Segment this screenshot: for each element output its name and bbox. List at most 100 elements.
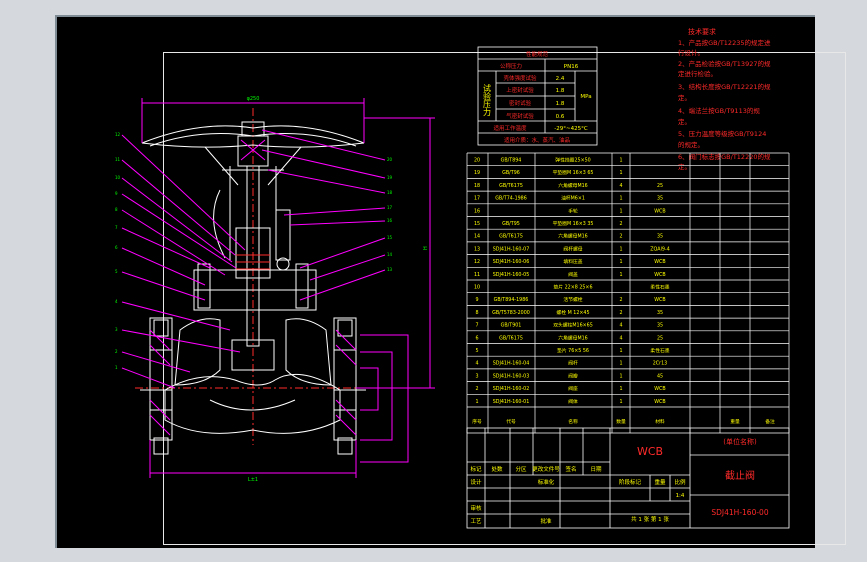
balloon-7: 7: [115, 225, 118, 230]
tb-label: 设计: [470, 478, 482, 486]
bom-header-no: 序号: [472, 418, 482, 425]
bom-cell-name: 活节螺栓: [563, 296, 582, 303]
bom-cell-material: ZQAl9-4: [650, 246, 670, 252]
balloon-labels-right: 20 19 18 17 16 15 14 13: [387, 157, 393, 272]
bom-cell-no: 1: [475, 399, 478, 405]
perf-row-value: 1.8: [556, 101, 565, 107]
valve-body: [164, 373, 341, 434]
body-left-wall: [174, 318, 221, 386]
flange-right: [333, 317, 357, 441]
bom-cell-qty: 1: [619, 170, 622, 176]
bom-cell-name: 六角螺母M16: [558, 334, 587, 341]
bom-cell-qty: 1: [619, 272, 622, 278]
valve-disc: [231, 339, 275, 371]
bom-cell-code: SDJ41H-160-02: [493, 386, 530, 392]
bom-cell-no: 18: [474, 183, 480, 189]
bom-cell-qty: 1: [619, 373, 622, 379]
stem-nut-section: [240, 139, 266, 161]
bom-header-code: 代号: [506, 418, 516, 425]
bom-cell-no: 20: [474, 158, 480, 164]
balloon-14: 14: [387, 252, 393, 257]
tb-label: 更改文件号: [532, 465, 560, 473]
bom-cell-code: GB/T894: [501, 158, 522, 164]
bom-header-material: 材料: [655, 418, 665, 425]
bom-cell-material: WCB: [654, 208, 665, 214]
bom-header-qty: 数量: [616, 418, 626, 425]
tech-req-line: 定。: [678, 117, 691, 126]
bom-cell-qty: 1: [619, 158, 622, 164]
bom-cell-code: GB/T96: [502, 170, 520, 176]
bom-cell-code: GB/T894-1986: [494, 297, 529, 303]
bom-cell-code: SDJ41H-160-04: [493, 361, 530, 367]
perf-rated-value: PN16: [564, 64, 579, 70]
bom-cell-no: 5: [475, 348, 478, 354]
balloon-18: 18: [387, 190, 393, 195]
bom-cell-code: GB/T95: [502, 221, 520, 227]
tech-req-line: 的规定。: [678, 140, 704, 149]
tb-label: 标准化: [538, 478, 555, 486]
bom-cell-qty: 1: [619, 196, 622, 202]
bom-cell-name: 阀盖: [568, 271, 578, 278]
bom-cell-no: 12: [474, 259, 480, 265]
balloon-13: 13: [387, 267, 393, 272]
bom-cell-code: GB/T6175: [499, 183, 523, 189]
perf-temp-label: 适用工作温度: [493, 124, 527, 132]
bom-cell-no: 9: [475, 297, 478, 303]
balloon-labels-left: 12 11 10 9 8 7 6 5 4 3 2 1: [115, 132, 121, 370]
stud-right: [295, 263, 309, 309]
bom-cell-name: 填料压盖: [563, 258, 582, 265]
bom-cell-material: WCB: [654, 386, 665, 392]
bom-cell-code: SDJ41H-160-05: [493, 272, 530, 278]
bom-header-name: 名称: [568, 418, 578, 425]
perf-unit: MPa: [580, 94, 591, 100]
bom-cell-material: WCB: [654, 272, 665, 278]
yoke: [222, 166, 284, 260]
bom-cell-no: 10: [474, 285, 480, 291]
leader-lines: [121, 129, 386, 389]
tb-label: 分区: [515, 465, 527, 473]
tb-material: WCB: [637, 445, 663, 458]
tech-req-line: 定进行检验。: [678, 69, 717, 78]
perf-row-label: 气密封试验: [506, 112, 534, 120]
bom-cell-no: 16: [474, 208, 480, 214]
tech-req-line: 定。: [678, 162, 691, 171]
performance-table: [477, 46, 598, 146]
tb-scale-value: 1:4: [676, 493, 685, 499]
bom-cell-no: 13: [474, 246, 480, 252]
perf-medium: 适用介质：水、蒸汽、油品: [504, 136, 571, 144]
perf-row-value: 0.6: [556, 114, 565, 120]
bom-cell-name: 螺栓 M 12×45: [556, 309, 589, 316]
valve-stem: [246, 165, 260, 347]
balloon-3: 3: [115, 327, 118, 332]
bom-cell-code: GB/T6175: [499, 234, 523, 240]
tb-drawing-name: 截止阀: [725, 469, 755, 482]
perf-row-label: 壳体强度试验: [503, 74, 537, 82]
balloon-19: 19: [387, 175, 393, 180]
balloon-10: 10: [115, 175, 121, 180]
bom-cell-code: GB/T901: [501, 323, 522, 329]
bom-cell-name: 平垫圈M 16×3 35: [553, 220, 594, 227]
bom-cell-qty: 1: [619, 259, 622, 265]
balloon-6: 6: [115, 245, 118, 250]
dim-bottom: L±1: [248, 477, 258, 483]
bom-cell-material: 35: [657, 310, 663, 316]
tb-weight: 重量: [654, 478, 666, 486]
bom-cell-no: 7: [475, 323, 478, 329]
eye-bolt: [275, 209, 291, 261]
tb-org: (单位名称): [723, 437, 757, 446]
bom-cell-material: 柔性石墨: [650, 347, 669, 354]
dim-height: H: [423, 246, 429, 250]
bom-cell-no: 14: [474, 234, 480, 240]
tb-label: 处数: [491, 465, 503, 473]
bom-cell-material: 25: [657, 183, 663, 189]
bom-cell-no: 11: [474, 272, 480, 278]
tech-req-line: 行设计。: [678, 48, 704, 57]
drawing-sheet: [55, 15, 846, 548]
bom-cell-qty: 1: [619, 348, 622, 354]
tb-drawing-no: SDJ41H-160-00: [711, 508, 768, 517]
handwheel-spokes: [204, 146, 302, 186]
bom-cell-name: 平垫圈M 16×3 65: [553, 169, 594, 176]
bom-cell-material: 35: [657, 196, 663, 202]
